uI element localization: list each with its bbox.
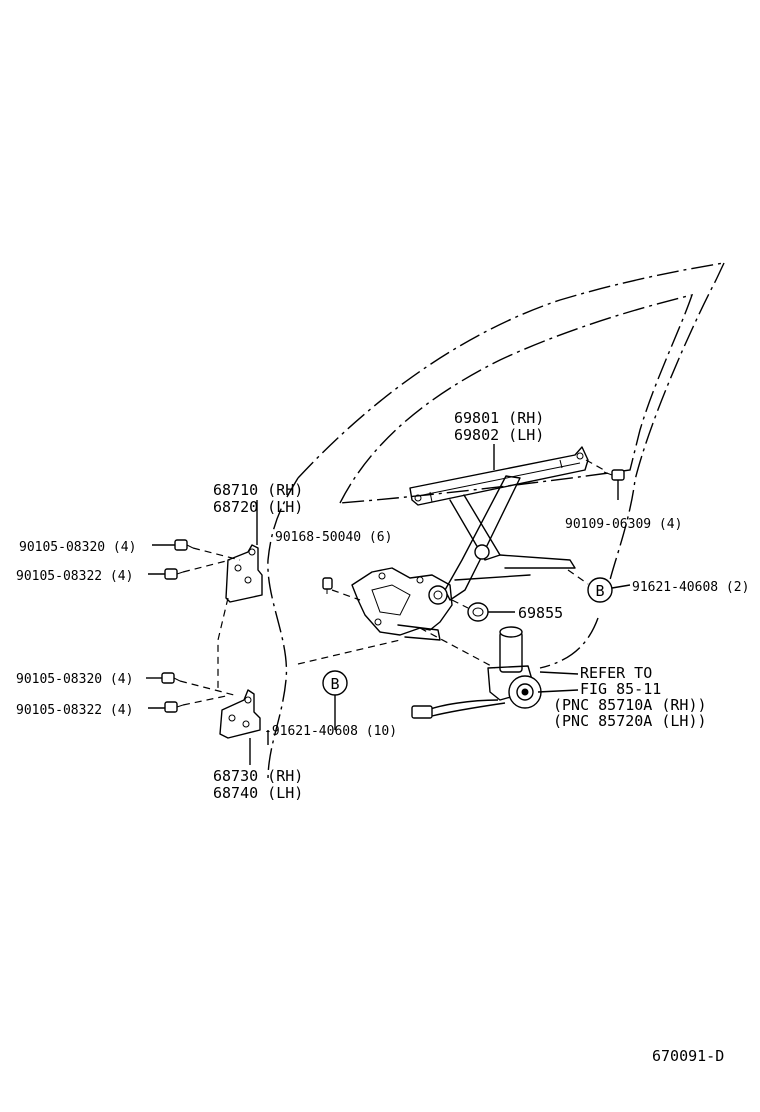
regulator-base-plate [351,567,453,641]
label-clip-b-right: 91621-40608 (2) [632,580,749,595]
nut-69855 [451,599,515,622]
marker-b-right-text: B [595,582,604,600]
window-motor [411,626,542,719]
figure-code: 670091-D [652,1047,724,1065]
regulator-arms [444,475,576,601]
label-hinge-lower-lh: 68740 (LH) [213,784,303,802]
door-glass [338,294,694,504]
label-hinge-upper-rh: 68710 (RH) [213,481,303,499]
glass-channel-rail [409,446,589,506]
label-refer-1: REFER TO [580,664,652,682]
label-refer-3: (PNC 85710A (RH)) [553,696,707,714]
label-regulator-rh: 69801 (RH) [454,409,544,427]
channel-bolt [585,459,625,500]
label-hinge-upper-lh: 68720 (LH) [213,498,303,516]
label-hinge-lower-rh: 68730 (RH) [213,767,303,785]
label-bolt-b-upper: 90105-08322 (4) [16,569,133,584]
label-refer-2: FIG 85-11 [580,680,661,698]
label-bolt-a-lower: 90105-08320 (4) [16,672,133,687]
marker-b-left-text: B [330,675,339,693]
label-regulator-lh: 69802 (LH) [454,426,544,444]
door-outline [217,262,725,781]
label-bolt-channel: 90109-06309 (4) [565,517,682,532]
label-clip-b-left: -91621-40608 (10) [264,724,397,739]
regulator-bolt [322,577,361,601]
label-bolt-regulator: 90168-50040 (6) [275,530,392,545]
label-bolt-b-lower: 90105-08322 (4) [16,703,133,718]
label-refer-4: (PNC 85720A (LH)) [553,712,707,730]
upper-hinge [225,500,263,603]
marker-b-right: B [567,569,631,603]
upper-hinge-bolts [148,539,241,580]
lower-hinge [219,689,261,765]
lower-hinge-bolts [146,672,239,713]
leader-lines [267,444,579,745]
marker-b-left: B [297,639,401,730]
label-nut-69855: 69855 [518,604,563,622]
label-bolt-a-upper: 90105-08320 (4) [19,540,136,555]
